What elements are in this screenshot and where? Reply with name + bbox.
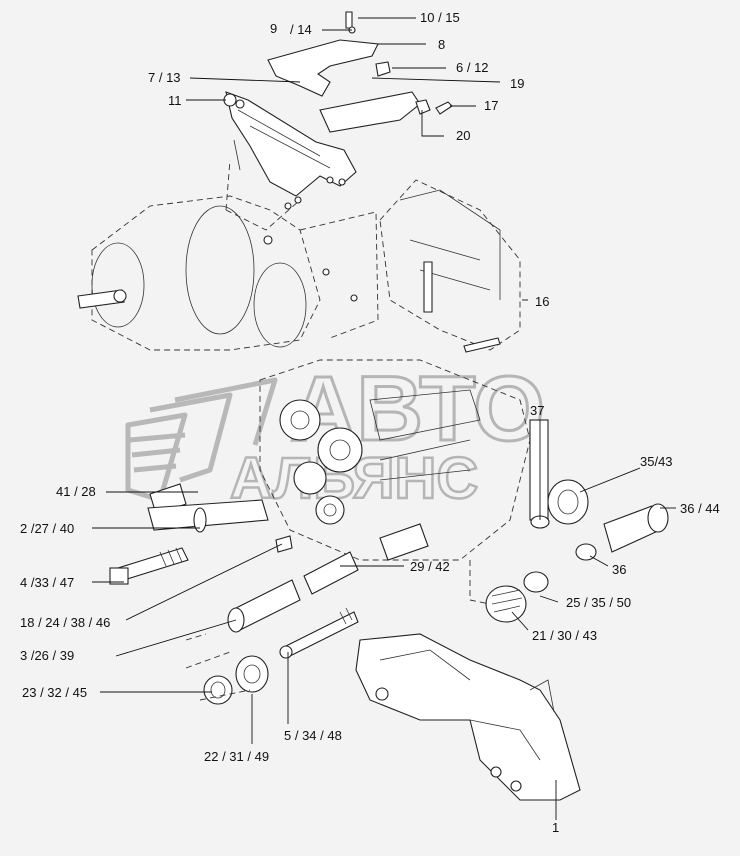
leader-lines	[92, 17, 676, 820]
callout-2-27-40: 2 /27 / 40	[20, 521, 74, 536]
shaft-parts-left	[109, 483, 429, 705]
carrier-bracket	[355, 633, 581, 801]
shaft-parts-right	[485, 419, 669, 623]
callout-25-35-50: 25 / 35 / 50	[566, 595, 631, 610]
caliper-housing	[259, 359, 531, 611]
callout-36-44: 36 / 44	[680, 501, 720, 516]
callout-16: 16	[535, 294, 549, 309]
callout-36: 36	[612, 562, 626, 577]
callout-14: / 14	[290, 22, 312, 37]
callout-35-43: 35/43	[640, 454, 673, 469]
brake-chamber-left	[77, 195, 379, 351]
callout-labels: 10 / 15 9 / 14 8 7 / 13 6 / 12 19 11 17 …	[20, 10, 720, 835]
callout-29-42: 29 / 42	[410, 559, 450, 574]
callout-21-30-43: 21 / 30 / 43	[532, 628, 597, 643]
callout-1: 1	[552, 820, 559, 835]
callout-17: 17	[484, 98, 498, 113]
lever-assembly	[223, 11, 453, 231]
callout-5-34-48: 5 / 34 / 48	[284, 728, 342, 743]
callout-22-31-49: 22 / 31 / 49	[204, 749, 269, 764]
callout-20: 20	[456, 128, 470, 143]
brake-pad-cover	[379, 179, 521, 353]
callout-19: 19	[510, 76, 524, 91]
callout-3-26-39: 3 /26 / 39	[20, 648, 74, 663]
callout-23-32-45: 23 / 32 / 45	[22, 685, 87, 700]
callout-10-15: 10 / 15	[420, 10, 460, 25]
callout-7-13: 7 / 13	[148, 70, 181, 85]
callout-8: 8	[438, 37, 445, 52]
callout-37: 37	[530, 403, 544, 418]
callout-6-12: 6 / 12	[456, 60, 489, 75]
callout-9: 9	[270, 21, 277, 36]
callout-18-24-38-46: 18 / 24 / 38 / 46	[20, 615, 110, 630]
callout-41-28: 41 / 28	[56, 484, 96, 499]
callout-11: 11	[168, 93, 182, 108]
callout-4-33-47: 4 /33 / 47	[20, 575, 74, 590]
